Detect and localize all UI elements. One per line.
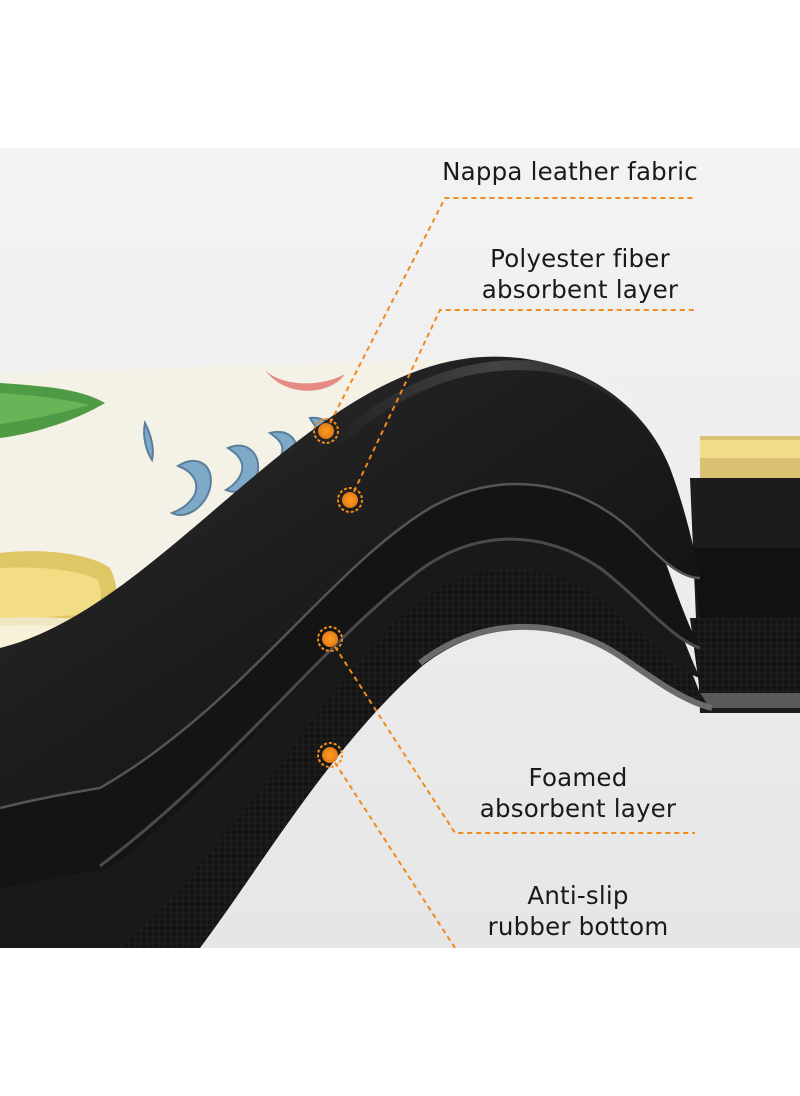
label-polyester-fiber: Polyester fiber absorbent layer <box>430 243 730 305</box>
label-foamed-layer-line1: Foamed <box>528 763 628 792</box>
product-diagram: Nappa leather fabric Polyester fiber abs… <box>0 148 800 948</box>
mat-right-edge <box>690 478 800 713</box>
label-polyester-fiber-line1: Polyester fiber <box>490 244 670 273</box>
label-rubber-bottom: Anti-slip rubber bottom <box>428 880 728 942</box>
label-nappa-leather-text: Nappa leather fabric <box>442 157 698 186</box>
polyester-fiber-layer <box>0 396 700 888</box>
leader-lines <box>325 197 695 948</box>
label-foamed-layer-line2: absorbent layer <box>479 794 677 823</box>
callout-dot-3 <box>317 626 343 652</box>
mat-cross-section-illustration <box>0 148 800 948</box>
label-polyester-fiber-line2: absorbent layer <box>481 275 679 304</box>
nappa-leather-layer <box>0 356 700 808</box>
label-foamed-layer: Foamed absorbent layer <box>428 762 728 824</box>
label-rubber-bottom-line1: Anti-slip <box>527 881 629 910</box>
callout-dot-1 <box>313 418 339 444</box>
foamed-absorbent-layer <box>0 426 700 948</box>
callout-dot-4 <box>317 742 343 768</box>
callout-dot-2 <box>337 487 363 513</box>
label-nappa-leather: Nappa leather fabric <box>420 156 720 187</box>
label-rubber-bottom-line2: rubber bottom <box>487 912 669 941</box>
